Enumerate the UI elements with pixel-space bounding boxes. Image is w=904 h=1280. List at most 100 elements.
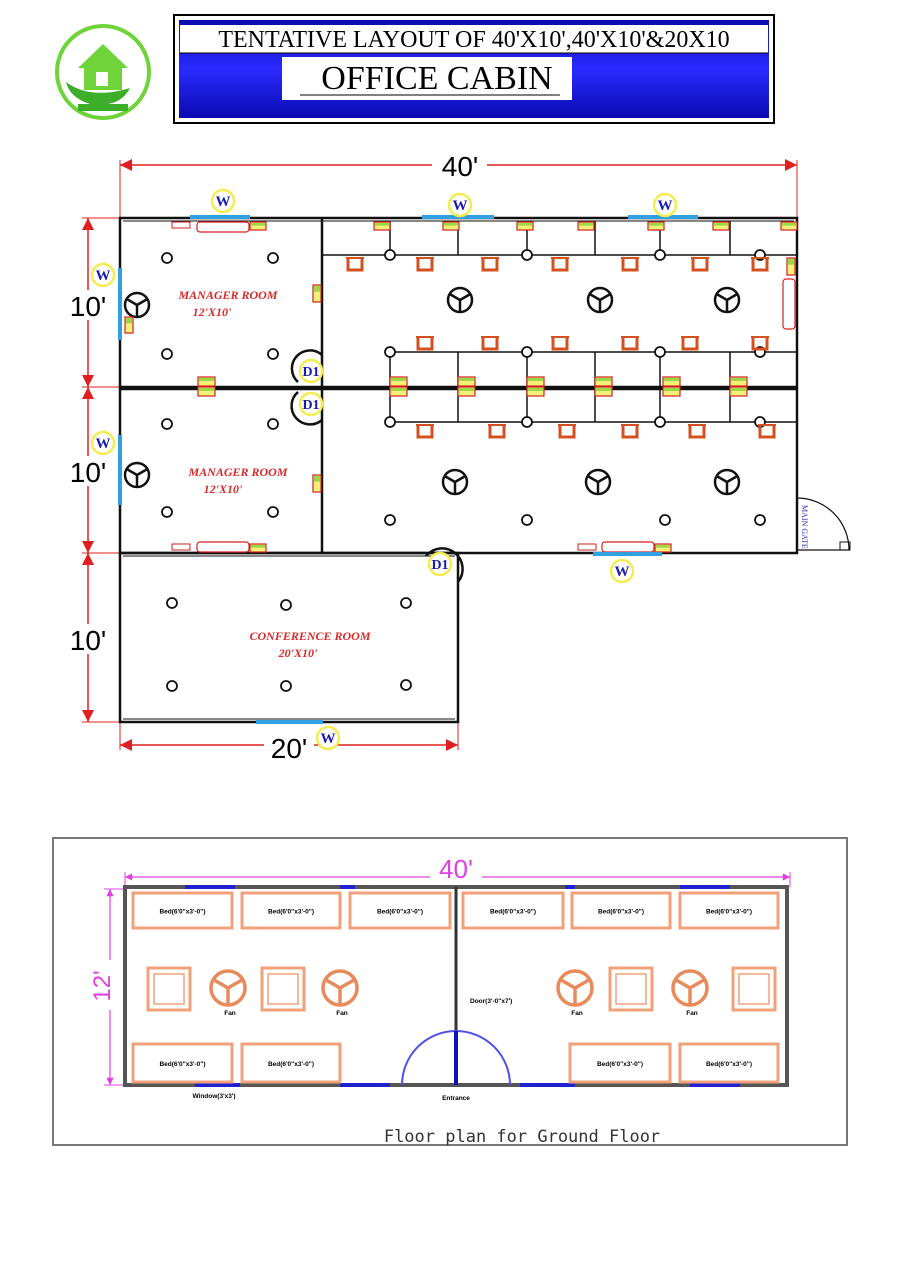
switchboard-icon: [249, 543, 267, 553]
switchboard-icon: [786, 257, 796, 276]
bed-icon: [240, 891, 342, 930]
switch-body: [526, 376, 545, 387]
chair-icon: [416, 336, 434, 351]
switch-body: [594, 386, 613, 397]
chair-icon: [621, 257, 639, 272]
chair-seat: [688, 425, 706, 439]
table-inner: [615, 973, 647, 1005]
switch-body: [729, 376, 748, 387]
room-name: MANAGER ROOM: [187, 465, 287, 479]
bed-label: Bed(6'0"x3'-0"): [377, 909, 423, 916]
fan-blade: [597, 474, 610, 484]
switchboard-icon: [516, 221, 534, 231]
switchboard-icon: [654, 543, 672, 553]
switch-body: [442, 221, 460, 231]
title-line-2: OFFICE CABIN: [321, 60, 552, 97]
switch-body: [312, 284, 322, 303]
chair-icon: [416, 257, 434, 272]
chair-icon: [688, 424, 706, 439]
switch-body: [249, 543, 267, 553]
switchboard-icon: [312, 474, 322, 493]
dimension-width: 40': [442, 151, 479, 182]
switch-top: [656, 545, 670, 548]
light-icon: [754, 514, 766, 526]
switch-body: [389, 386, 408, 397]
tag-label: W: [321, 731, 336, 747]
bed-label: Bed(6'0"x3'-0"): [490, 909, 536, 916]
light-icon: [280, 599, 292, 611]
switchboard-icon: [526, 386, 545, 397]
switch-body: [197, 386, 216, 397]
bed-label: Bed(6'0"x3'-0"): [597, 1061, 643, 1068]
light-icon: [166, 680, 178, 692]
switch-top: [314, 286, 320, 292]
door-label: D1: [302, 365, 319, 380]
switch-top: [459, 378, 474, 381]
chair-icon: [751, 257, 769, 272]
light-icon: [384, 514, 396, 526]
door-label: D1: [431, 558, 448, 573]
fan-blade: [136, 467, 149, 477]
chair-seat: [621, 337, 639, 351]
switchboard-icon: [457, 376, 476, 387]
switch-body: [249, 221, 267, 231]
fan-blade: [448, 292, 461, 302]
fan-icon: [713, 468, 741, 496]
light-icon: [654, 416, 666, 428]
switch-body: [654, 543, 672, 553]
fan-blade: [227, 977, 244, 990]
fan-blade: [559, 977, 576, 990]
switch-top: [596, 388, 611, 391]
light-icon: [521, 249, 533, 261]
bed-icon: [678, 891, 780, 930]
bed-icon: [568, 1042, 672, 1084]
switch-body: [312, 474, 322, 493]
switchboard-icon: [373, 221, 391, 231]
tag-label: W: [658, 198, 673, 214]
switchboard-icon: [662, 376, 681, 387]
switch-body: [780, 221, 798, 231]
tag-label: W: [216, 194, 231, 210]
chair-icon: [751, 336, 769, 351]
table-inner: [267, 973, 299, 1005]
chair-icon: [481, 257, 499, 272]
chair-icon: [621, 336, 639, 351]
tag-circle: [298, 391, 324, 417]
fan-blade: [136, 297, 149, 307]
light-icon: [166, 597, 178, 609]
dimension-height-3: 10': [70, 625, 107, 656]
chair-icon: [488, 424, 506, 439]
fan-blade: [125, 297, 138, 307]
bed-icon: [348, 891, 452, 930]
switchboard-icon: [197, 376, 216, 387]
switchboard-icon: [389, 386, 408, 397]
fan-label: Fan: [686, 1010, 698, 1017]
fan-blade: [726, 474, 739, 484]
title-block: TENTATIVE LAYOUT OF 40'X10',40'X10'&20X1…: [173, 14, 775, 124]
chair-seat: [758, 425, 776, 439]
light-icon: [267, 348, 279, 360]
fan-blade: [586, 474, 599, 484]
switch-top: [391, 378, 406, 381]
window-label: Window(3'x3'): [192, 1093, 235, 1100]
tag-circle: [427, 551, 453, 577]
switch-body: [712, 221, 730, 231]
switchboard-icon: [780, 221, 798, 231]
table-icon: [146, 966, 192, 1012]
switchboard-icon: [594, 386, 613, 397]
switch-top: [251, 223, 265, 226]
switchboard-icon: [389, 376, 408, 387]
bed-label: Bed(6'0"x3'-0"): [706, 909, 752, 916]
fan-icon: [321, 969, 359, 1007]
switchboard-icon: [729, 376, 748, 387]
switch-body: [124, 316, 134, 334]
fan-icon: [713, 286, 741, 314]
tag-circle: [609, 558, 635, 584]
tag-label: W: [96, 436, 111, 452]
switch-top: [731, 388, 746, 391]
light-icon: [400, 679, 412, 691]
fan-blade: [324, 977, 341, 990]
switchboard-icon: [457, 386, 476, 397]
switchboard-icon: [124, 316, 134, 334]
switch-top: [782, 223, 796, 226]
